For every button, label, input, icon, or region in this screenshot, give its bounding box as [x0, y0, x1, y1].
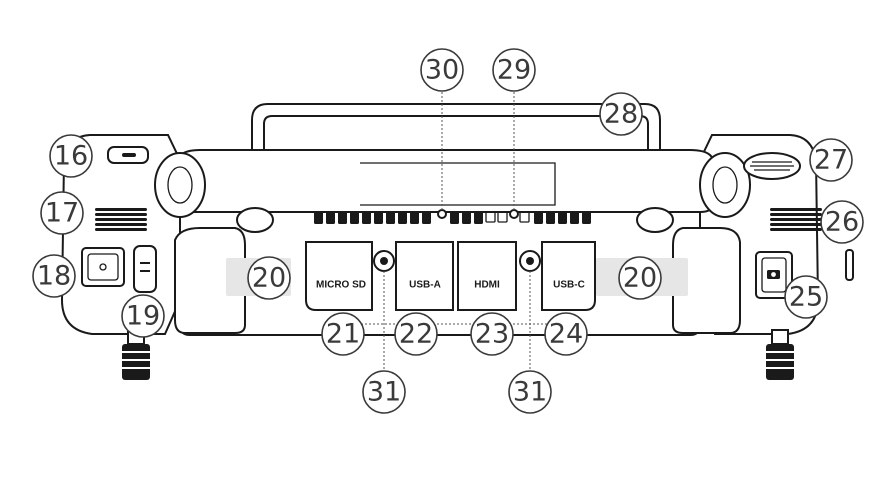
svg-text:18: 18	[37, 261, 71, 292]
left-grille	[95, 208, 147, 231]
svg-text:29: 29	[497, 55, 531, 86]
callout-31-right: 31	[508, 370, 552, 414]
svg-text:30: 30	[425, 55, 459, 86]
left-hinge-knob	[154, 152, 206, 218]
hdmi-port-cover	[457, 241, 517, 311]
left-screw-hole-core	[380, 257, 388, 265]
top-handle-inner	[263, 115, 649, 176]
callout-20-right: 20	[618, 256, 662, 300]
callout-20-left: 20	[247, 256, 291, 300]
svg-text:23: 23	[475, 319, 509, 350]
callout-16: 16	[49, 134, 93, 178]
left-inner-knob	[236, 207, 274, 233]
crossbar	[173, 149, 715, 213]
left-square-button-inner	[87, 253, 119, 281]
left-mode-switch-mark1	[140, 262, 150, 264]
callout-21: 21	[321, 312, 365, 356]
microphone-hole	[437, 209, 447, 219]
callout-17: 17	[40, 191, 84, 235]
svg-text:22: 22	[399, 319, 433, 350]
usba-label: USB-A	[409, 280, 441, 291]
right-hinge-knob-inner	[712, 166, 738, 204]
callout-25: 25	[784, 275, 828, 319]
right-grip-panel	[672, 227, 741, 334]
callout-23: 23	[470, 312, 514, 356]
air-inlet-hole	[509, 209, 519, 219]
right-grille	[770, 208, 822, 231]
camera-icon-lens	[771, 272, 776, 277]
vent-grille	[314, 211, 591, 224]
callout-24: 24	[544, 312, 588, 356]
svg-text:20: 20	[252, 263, 286, 294]
right-hinge-knob	[699, 152, 751, 218]
left-square-button-dot	[99, 263, 107, 271]
svg-text:27: 27	[814, 145, 848, 176]
hdmi-label: HDMI	[474, 280, 500, 291]
left-mode-switch-mark2	[140, 270, 150, 272]
left-square-button[interactable]	[81, 247, 125, 287]
microsd-label: MICRO SD	[316, 280, 366, 291]
svg-text:31: 31	[367, 377, 401, 408]
right-side-antenna	[845, 249, 854, 281]
callout-22: 22	[394, 312, 438, 356]
callout-26: 26	[820, 200, 864, 244]
svg-text:25: 25	[789, 282, 823, 313]
left-record-button-mark	[122, 153, 136, 157]
svg-text:16: 16	[54, 141, 88, 172]
left-hinge-knob-inner	[167, 166, 193, 204]
usbc-port-cover	[541, 241, 596, 311]
top-handle	[251, 103, 661, 176]
svg-text:21: 21	[326, 319, 360, 350]
right-screw-hole-core	[526, 257, 534, 265]
svg-text:31: 31	[513, 377, 547, 408]
right-control-stick[interactable]	[766, 329, 794, 380]
callout-30: 30	[420, 48, 464, 92]
usbc-label: USB-C	[553, 280, 585, 291]
callout-27: 27	[809, 138, 853, 182]
callout-31-left: 31	[362, 370, 406, 414]
right-camera-button-inner	[761, 257, 787, 293]
usba-port-cover	[395, 241, 454, 311]
svg-text:17: 17	[45, 198, 79, 229]
svg-text:20: 20	[623, 263, 657, 294]
callout-18: 18	[32, 254, 76, 298]
callout-29: 29	[492, 48, 536, 92]
svg-text:24: 24	[549, 319, 583, 350]
svg-text:19: 19	[126, 301, 160, 332]
left-grip-panel	[174, 227, 246, 334]
right-inner-knob	[636, 207, 674, 233]
right-dial-ridges	[750, 161, 794, 171]
left-mode-switch[interactable]	[133, 245, 157, 293]
callout-28: 28	[599, 92, 643, 136]
microsd-port-cover	[305, 241, 373, 311]
callout-19: 19	[121, 294, 165, 338]
svg-text:28: 28	[604, 99, 638, 130]
svg-text:26: 26	[825, 207, 859, 238]
crossbar-inner-panel	[360, 162, 556, 206]
